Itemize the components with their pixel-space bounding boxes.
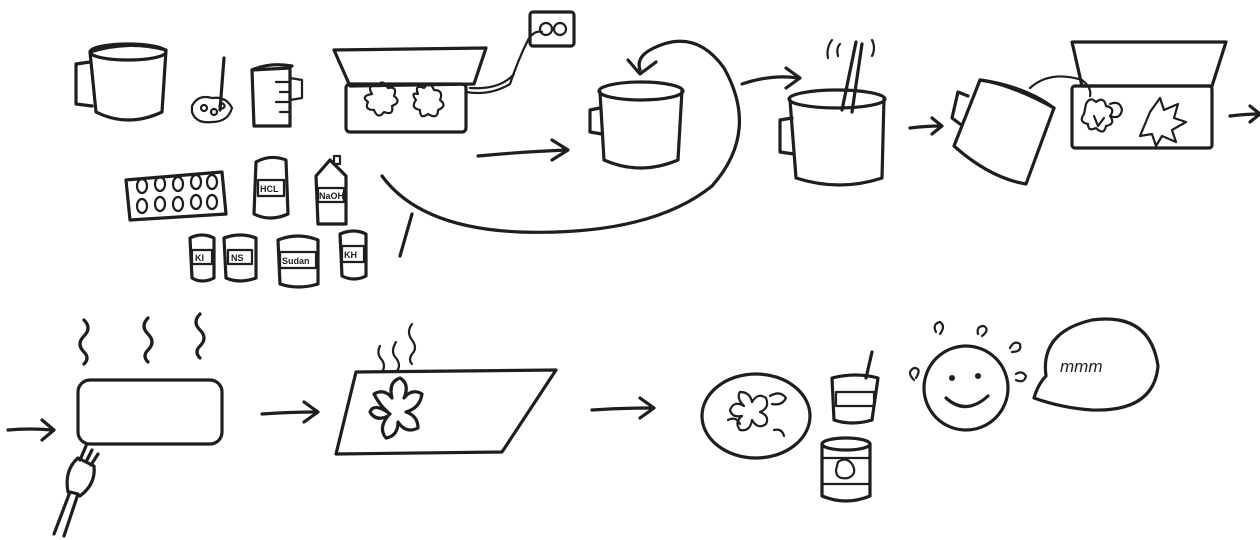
sample-tray-icon [126, 172, 226, 220]
arrow-icon [1230, 106, 1260, 122]
bottle-tall-icon: NaOH [316, 156, 346, 224]
happy-face-icon [910, 322, 1026, 430]
tray-icon [1072, 42, 1226, 148]
loop-arrow-icon [382, 41, 739, 232]
arrow-icon [262, 402, 318, 422]
jar-kh-label: KH [344, 250, 357, 260]
jar-ns-icon: NS [224, 235, 256, 281]
connector-line [400, 214, 412, 256]
jar-kh-icon: KH [340, 231, 366, 279]
bottle-hcl-icon: HCL [254, 157, 288, 218]
jar-sudan-icon: Sudan [278, 236, 318, 287]
speech-bubble: mmm [1034, 319, 1158, 410]
stirring-pot-icon [780, 40, 885, 185]
arrow-icon [478, 140, 568, 160]
bottle-tall-label: NaOH [319, 191, 344, 201]
pot-icon [590, 82, 683, 168]
hot-plate-icon [78, 380, 222, 444]
cup-icon [832, 352, 878, 423]
pouring-pot-icon [952, 76, 1090, 184]
speech-text: mmm [1060, 357, 1102, 376]
power-outlet-icon [530, 12, 574, 46]
arrow-icon [742, 68, 800, 88]
arrow-icon [8, 420, 54, 440]
bottle-hcl-label: HCL [260, 184, 279, 194]
water-bath-icon [334, 32, 542, 132]
jar-k-icon: KI [190, 235, 214, 281]
plate-icon [702, 374, 810, 458]
plate-with-leaf-icon [336, 324, 556, 454]
arrow-icon [592, 398, 654, 418]
measuring-cylinder-icon [252, 65, 302, 126]
spatula-icon [192, 58, 232, 122]
jar-sudan-label: Sudan [282, 256, 310, 266]
can-icon [822, 438, 870, 501]
jar-k-label: KI [195, 253, 204, 263]
fork-icon [54, 446, 98, 536]
jar-ns-label: NS [231, 253, 244, 263]
arrow-icon [910, 118, 942, 134]
beaker-icon [76, 44, 166, 120]
steam-icon [80, 314, 204, 364]
